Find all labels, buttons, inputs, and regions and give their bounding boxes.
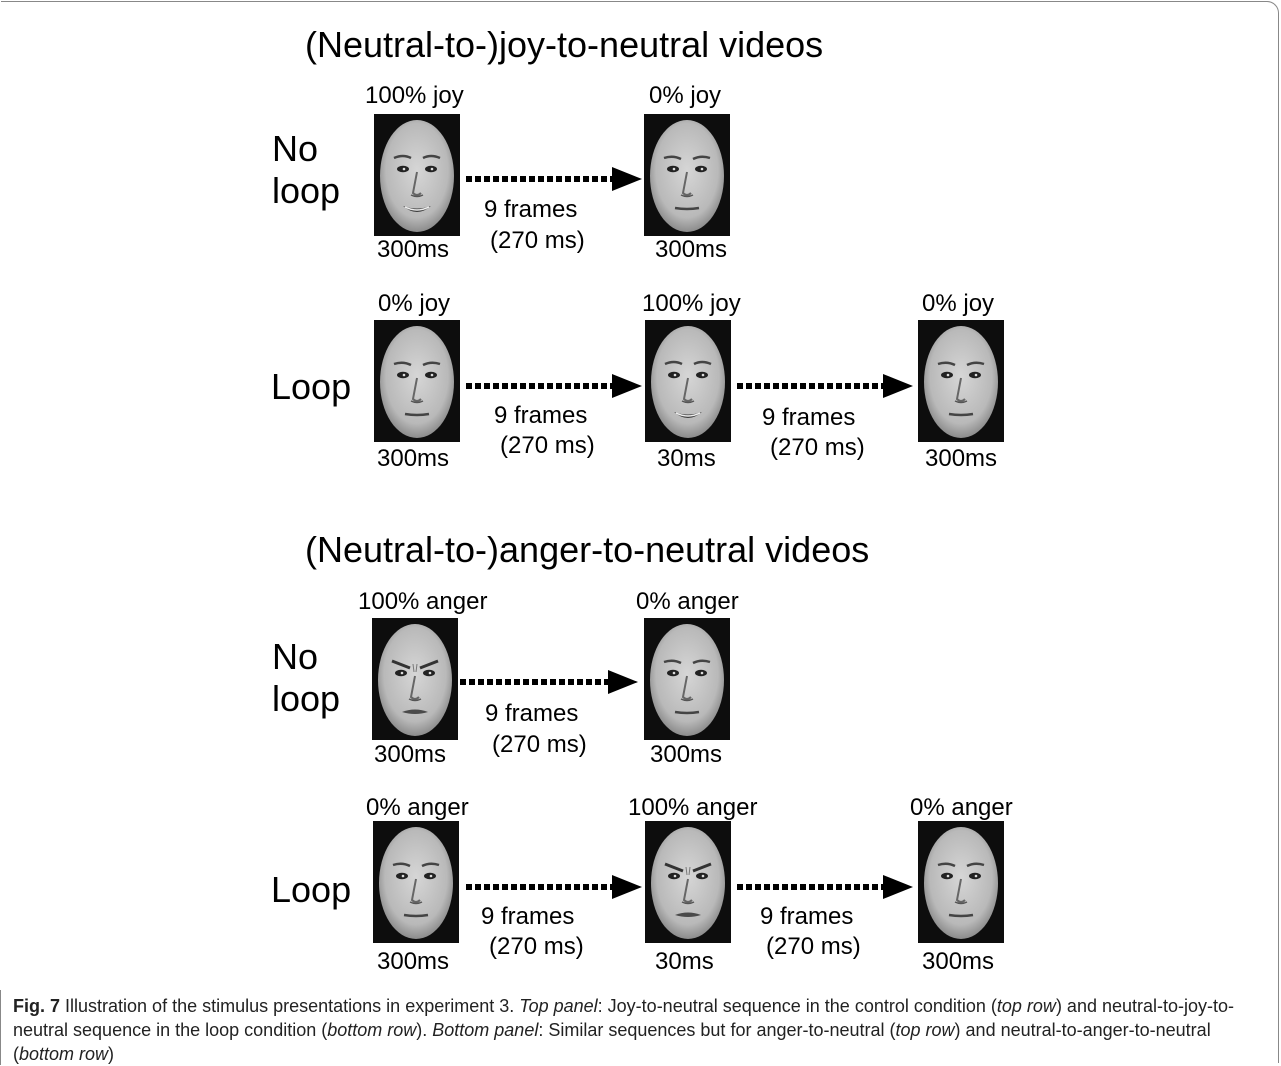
dotted-arrow-icon	[460, 670, 638, 694]
joy-loop-t1-frames: 9 frames	[494, 402, 588, 429]
anger-loop-t2-ms: (270 ms)	[766, 933, 861, 960]
neutral-face-image	[918, 320, 1004, 442]
joy-noloop-transition-ms: (270 ms)	[490, 227, 585, 254]
joy-panel-title: (Neutral-to-)joy-to-neutral videos	[305, 24, 824, 65]
joy-loop-t2-ms: (270 ms)	[770, 434, 865, 461]
anger-noloop-end-percent: 0% anger	[636, 588, 739, 615]
anger-loop-t1-frames: 9 frames	[481, 903, 575, 930]
angry-face-image	[372, 618, 458, 740]
anger-loop-f1-percent: 0% anger	[366, 794, 469, 821]
anger-panel-title: (Neutral-to-)anger-to-neutral videos	[305, 529, 870, 570]
figure-frame-left-edge	[0, 990, 1, 1065]
joy-noloop-transition-frames: 9 frames	[484, 196, 578, 223]
anger-noloop-transition-frames: 9 frames	[485, 700, 579, 727]
anger-noloop-start-percent: 100% anger	[358, 588, 488, 615]
anger-noloop-end-duration: 300ms	[650, 741, 723, 768]
dotted-arrow-icon	[737, 875, 913, 899]
joy-loop-label: Loop	[271, 366, 352, 407]
anger-loop-t1-ms: (270 ms)	[489, 933, 584, 960]
anger-noloop-start-duration: 300ms	[374, 741, 447, 768]
neutral-face-image	[373, 821, 459, 943]
joy-loop-f2-percent: 100% joy	[642, 290, 741, 317]
joy-loop-f1-percent: 0% joy	[378, 290, 451, 317]
anger-loop-f2-percent: 100% anger	[628, 794, 758, 821]
anger-loop-f1-duration: 300ms	[377, 948, 450, 975]
joy-loop-t2-frames: 9 frames	[762, 404, 856, 431]
angry-face-image	[645, 821, 731, 943]
joy-loop-t1-ms: (270 ms)	[500, 432, 595, 459]
joy-loop-f1-duration: 300ms	[377, 445, 450, 472]
figure-number: Fig. 7	[13, 996, 61, 1016]
anger-loop-t2-frames: 9 frames	[760, 903, 854, 930]
neutral-face-image	[644, 114, 730, 236]
joy-face-image	[645, 320, 731, 442]
anger-loop-f3-percent: 0% anger	[910, 794, 1013, 821]
joy-noloop-start-percent: 100% joy	[365, 82, 464, 109]
anger-loop-f2-duration: 30ms	[655, 948, 714, 975]
dotted-arrow-icon	[466, 374, 642, 398]
joy-loop-f2-duration: 30ms	[657, 445, 716, 472]
dotted-arrow-icon	[466, 875, 642, 899]
joy-noloop-label: No loop	[272, 128, 341, 211]
bottom-panel-label: Bottom panel	[432, 1020, 539, 1040]
joy-loop-f3-percent: 0% joy	[922, 290, 995, 317]
anger-loop-label: Loop	[271, 869, 352, 910]
anger-noloop-transition-ms: (270 ms)	[492, 731, 587, 758]
neutral-face-image	[918, 821, 1004, 943]
figure-caption: Fig. 7 Illustration of the stimulus pres…	[13, 996, 1235, 1064]
dotted-arrow-icon	[466, 167, 642, 191]
joy-noloop-end-duration: 300ms	[655, 236, 728, 263]
top-panel-label: Top panel	[519, 996, 598, 1016]
neutral-face-image	[374, 320, 460, 442]
joy-noloop-end-percent: 0% joy	[649, 82, 722, 109]
joy-face-image	[374, 114, 460, 236]
anger-loop-f3-duration: 300ms	[922, 948, 995, 975]
dotted-arrow-icon	[737, 374, 913, 398]
anger-noloop-label: No loop	[272, 636, 341, 719]
neutral-face-image	[644, 618, 730, 740]
joy-loop-f3-duration: 300ms	[925, 445, 998, 472]
joy-noloop-start-duration: 300ms	[377, 236, 450, 263]
